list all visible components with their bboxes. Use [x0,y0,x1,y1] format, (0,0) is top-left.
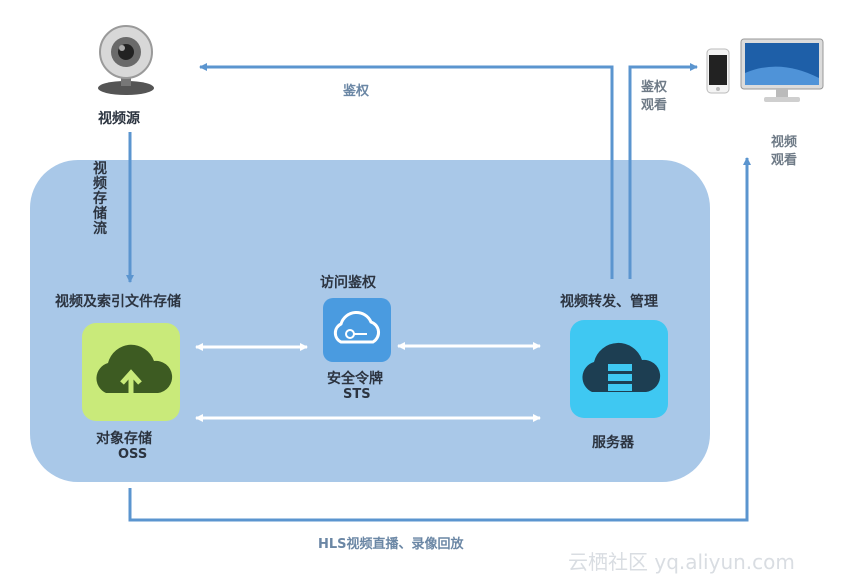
sts-tile [323,298,391,362]
monitor-icon [740,38,824,104]
auth-view-arrow [628,63,698,279]
cloud-upload-icon [96,344,173,397]
cloud-key-icon [333,311,380,344]
hls-arrow [128,157,751,522]
oss-tile [82,323,180,421]
webcam-icon [86,22,166,97]
auth-view-line2: 观看 [641,98,668,113]
hls-label: HLS视频直播、录像回放 [318,537,464,552]
cloud-server-icon [582,342,661,392]
video-view-line1: 视频 [771,135,798,150]
storage-label: 视频及索引文件存储 [55,294,181,310]
sts-code: STS [343,387,371,402]
video-source-label: 视频源 [98,111,140,127]
access-auth-label: 访问鉴权 [320,275,376,291]
auth-view-line1: 鉴权 [641,80,668,95]
auth-arrow [199,63,614,279]
watermark: 云栖社区 yq.aliyun.com [568,550,795,574]
server-label: 服务器 [592,435,634,451]
stream-vertical-label: 视频存储流 [93,161,107,237]
oss-code: OSS [118,447,148,462]
video-view-line2: 观看 [771,153,798,168]
server-tile [570,320,668,418]
auth-top-label: 鉴权 [343,84,370,99]
auth-view-label: 鉴权 观看 [641,79,667,115]
video-view-label: 视频 观看 [771,134,797,170]
forward-manage-label: 视频转发、管理 [560,294,658,310]
sts-label: 安全令牌 [327,371,383,387]
oss-label: 对象存储 [96,431,152,447]
phone-icon [706,48,730,94]
